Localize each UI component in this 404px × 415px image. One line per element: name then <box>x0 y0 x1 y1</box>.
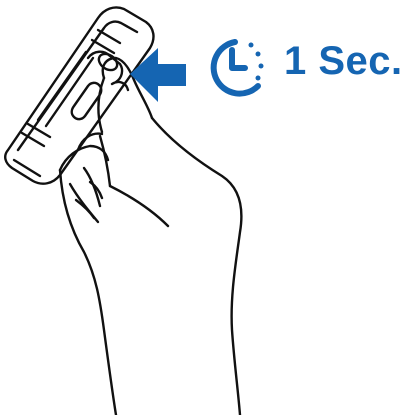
duration-label: 1 Sec. <box>284 38 403 84</box>
device <box>5 7 153 183</box>
stopwatch-icon <box>214 42 264 94</box>
arrow-right-icon <box>130 48 186 102</box>
